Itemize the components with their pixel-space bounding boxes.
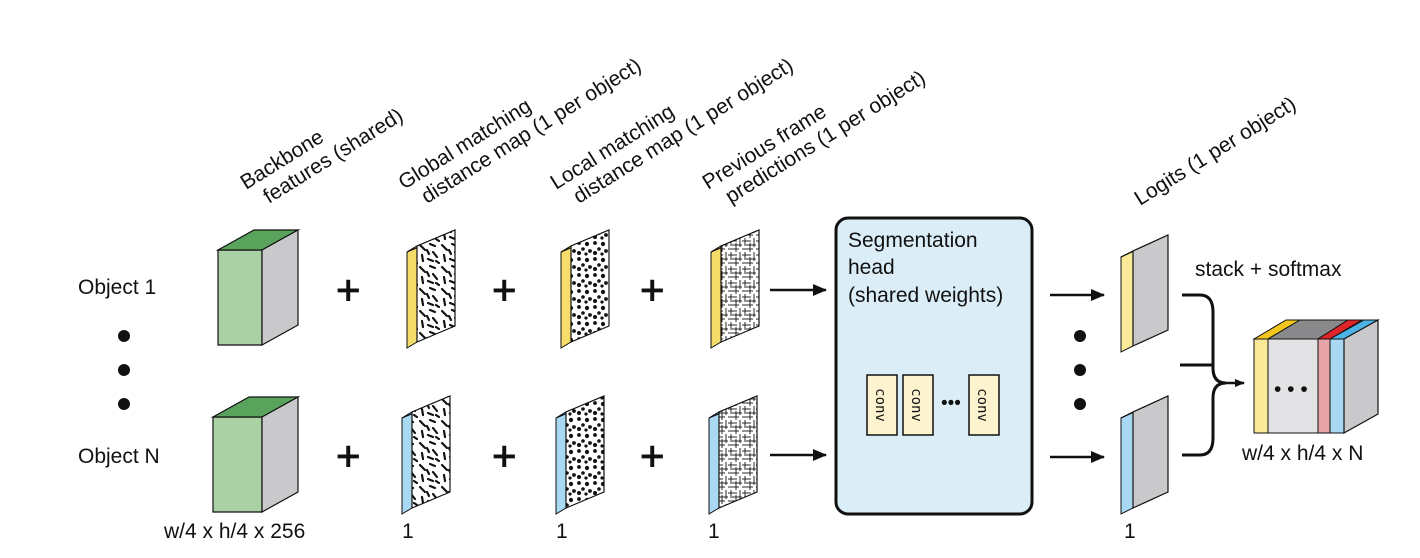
header-previous-frame: Previous frame predictions (1 per object…: [698, 66, 929, 208]
svg-text:Logits (1 per object): Logits (1 per object): [1130, 92, 1300, 210]
global-matching-map-object-1: [406, 229, 456, 349]
global-matching-map-object-n: [401, 395, 451, 515]
dim-label-logits: 1: [1124, 520, 1136, 543]
plus-sign: +: [334, 270, 363, 310]
dim-label-output: w/4 x h/4 x N: [1241, 442, 1363, 465]
segmentation-head-title-line-1: Segmentation: [848, 229, 978, 252]
plus-sign: +: [334, 436, 363, 476]
previous-frame-map-object-1: [710, 229, 760, 349]
segmentation-head-title-line-3: (shared weights): [848, 284, 1003, 307]
svg-text:conv: conv: [908, 388, 924, 422]
backbone-feature-cube-object-1: [215, 228, 301, 347]
plus-sign: +: [638, 436, 667, 476]
svg-text:conv: conv: [974, 388, 990, 422]
conv-block-2: conv: [902, 374, 934, 436]
dim-label-global: 1: [402, 520, 414, 543]
dim-label-previous: 1: [708, 520, 720, 543]
previous-frame-map-object-n: [708, 395, 758, 515]
logit-map-object-1: [1120, 234, 1169, 353]
logit-map-object-n: [1120, 395, 1169, 515]
dim-label-local: 1: [556, 520, 568, 543]
header-backbone: Backbone features (shared): [236, 104, 407, 208]
plus-sign: +: [638, 270, 667, 310]
row-label-object-n: Object N: [78, 445, 160, 468]
local-matching-map-object-n: [555, 395, 605, 515]
segmentation-head: Segmentation head (shared weights) conv …: [834, 216, 1034, 516]
stacked-output-volume: • • •: [1252, 318, 1380, 435]
backbone-feature-cube-object-n: [210, 395, 301, 514]
logits-ellipsis: [1074, 330, 1086, 410]
stack-ellipsis: • • •: [1274, 378, 1308, 401]
conv-block-3: conv: [968, 374, 1000, 436]
plus-sign: +: [490, 270, 519, 310]
conv-block-1: conv: [866, 374, 898, 436]
svg-text:conv: conv: [872, 388, 888, 422]
local-matching-map-object-1: [560, 229, 610, 349]
plus-sign: +: [490, 436, 519, 476]
row-ellipsis: [118, 330, 130, 410]
dim-label-backbone: w/4 x h/4 x 256: [163, 520, 305, 543]
stack-softmax-label: stack + softmax: [1195, 258, 1342, 281]
stack-merge-connector: [1180, 293, 1227, 457]
row-label-object-1: Object 1: [78, 276, 156, 299]
conv-ellipsis: •••: [941, 393, 961, 414]
header-logits: Logits (1 per object): [1130, 92, 1300, 210]
segmentation-head-title-line-2: head: [848, 256, 895, 279]
